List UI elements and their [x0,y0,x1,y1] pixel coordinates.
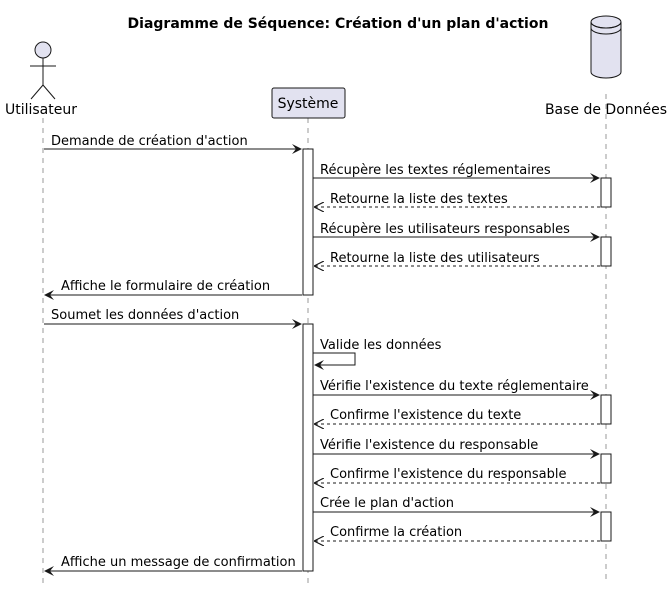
message-label: Confirme l'existence du texte [330,408,521,423]
message-11: Vérifie l'existence du responsable [313,438,600,459]
message-14: Confirme la création [315,525,600,541]
activation-db-5 [600,511,612,542]
activation-system-1 [302,148,314,296]
message-10: Confirme l'existence du texte [315,408,600,424]
message-label: Retourne la liste des textes [330,192,508,207]
message-7: Soumet les données d'action [44,308,302,329]
message-label: Retourne la liste des utilisateurs [330,251,540,266]
participant-label-user: Utilisateur [5,102,77,118]
activation-system-2 [302,323,314,572]
diagram-title: Diagramme de Séquence: Création d'un pla… [128,16,549,32]
message-1: Demande de création d'action [44,134,302,154]
message-label: Récupère les textes réglementaires [320,163,551,178]
message-label: Vérifie l'existence du texte réglementai… [320,379,589,394]
message-label: Récupère les utilisateurs responsables [320,222,570,237]
message-label: Crée le plan d'action [320,496,454,511]
message-label: Confirme la création [330,525,462,540]
participant-box-system [271,87,346,119]
participant-system: Système [271,87,346,119]
message-12: Confirme l'existence du responsable [315,467,600,483]
message-label: Valide les données [320,338,442,353]
activation-db-4 [600,453,612,484]
actor-icon [30,41,56,100]
activation-db-2 [600,236,612,267]
message-3: Retourne la liste des textes [315,192,600,207]
participant-label-db: Base de Données [545,102,667,118]
participant-db: Base de Données [545,15,667,118]
message-label: Affiche un message de confirmation [61,555,296,570]
message-label: Vérifie l'existence du responsable [320,438,538,453]
message-15: Affiche un message de confirmation [44,555,302,576]
message-4: Récupère les utilisateurs responsables [313,222,600,242]
activation-db-3 [600,394,612,425]
message-5: Retourne la liste des utilisateurs [315,251,600,266]
database-icon [590,15,622,79]
message-9: Vérifie l'existence du texte réglementai… [313,379,600,400]
activation-db-1 [600,177,612,208]
message-label: Affiche le formulaire de création [61,279,270,294]
message-6: Affiche le formulaire de création [44,279,302,300]
message-label: Demande de création d'action [51,134,248,149]
message-2: Récupère les textes réglementaires [313,163,600,183]
participant-user: Utilisateur [5,41,77,118]
message-8-self: Valide les données [313,338,442,370]
participant-label-system: Système [278,96,339,112]
message-label: Soumet les données d'action [51,308,239,323]
message-label: Confirme l'existence du responsable [330,467,567,482]
message-13: Crée le plan d'action [313,496,600,517]
